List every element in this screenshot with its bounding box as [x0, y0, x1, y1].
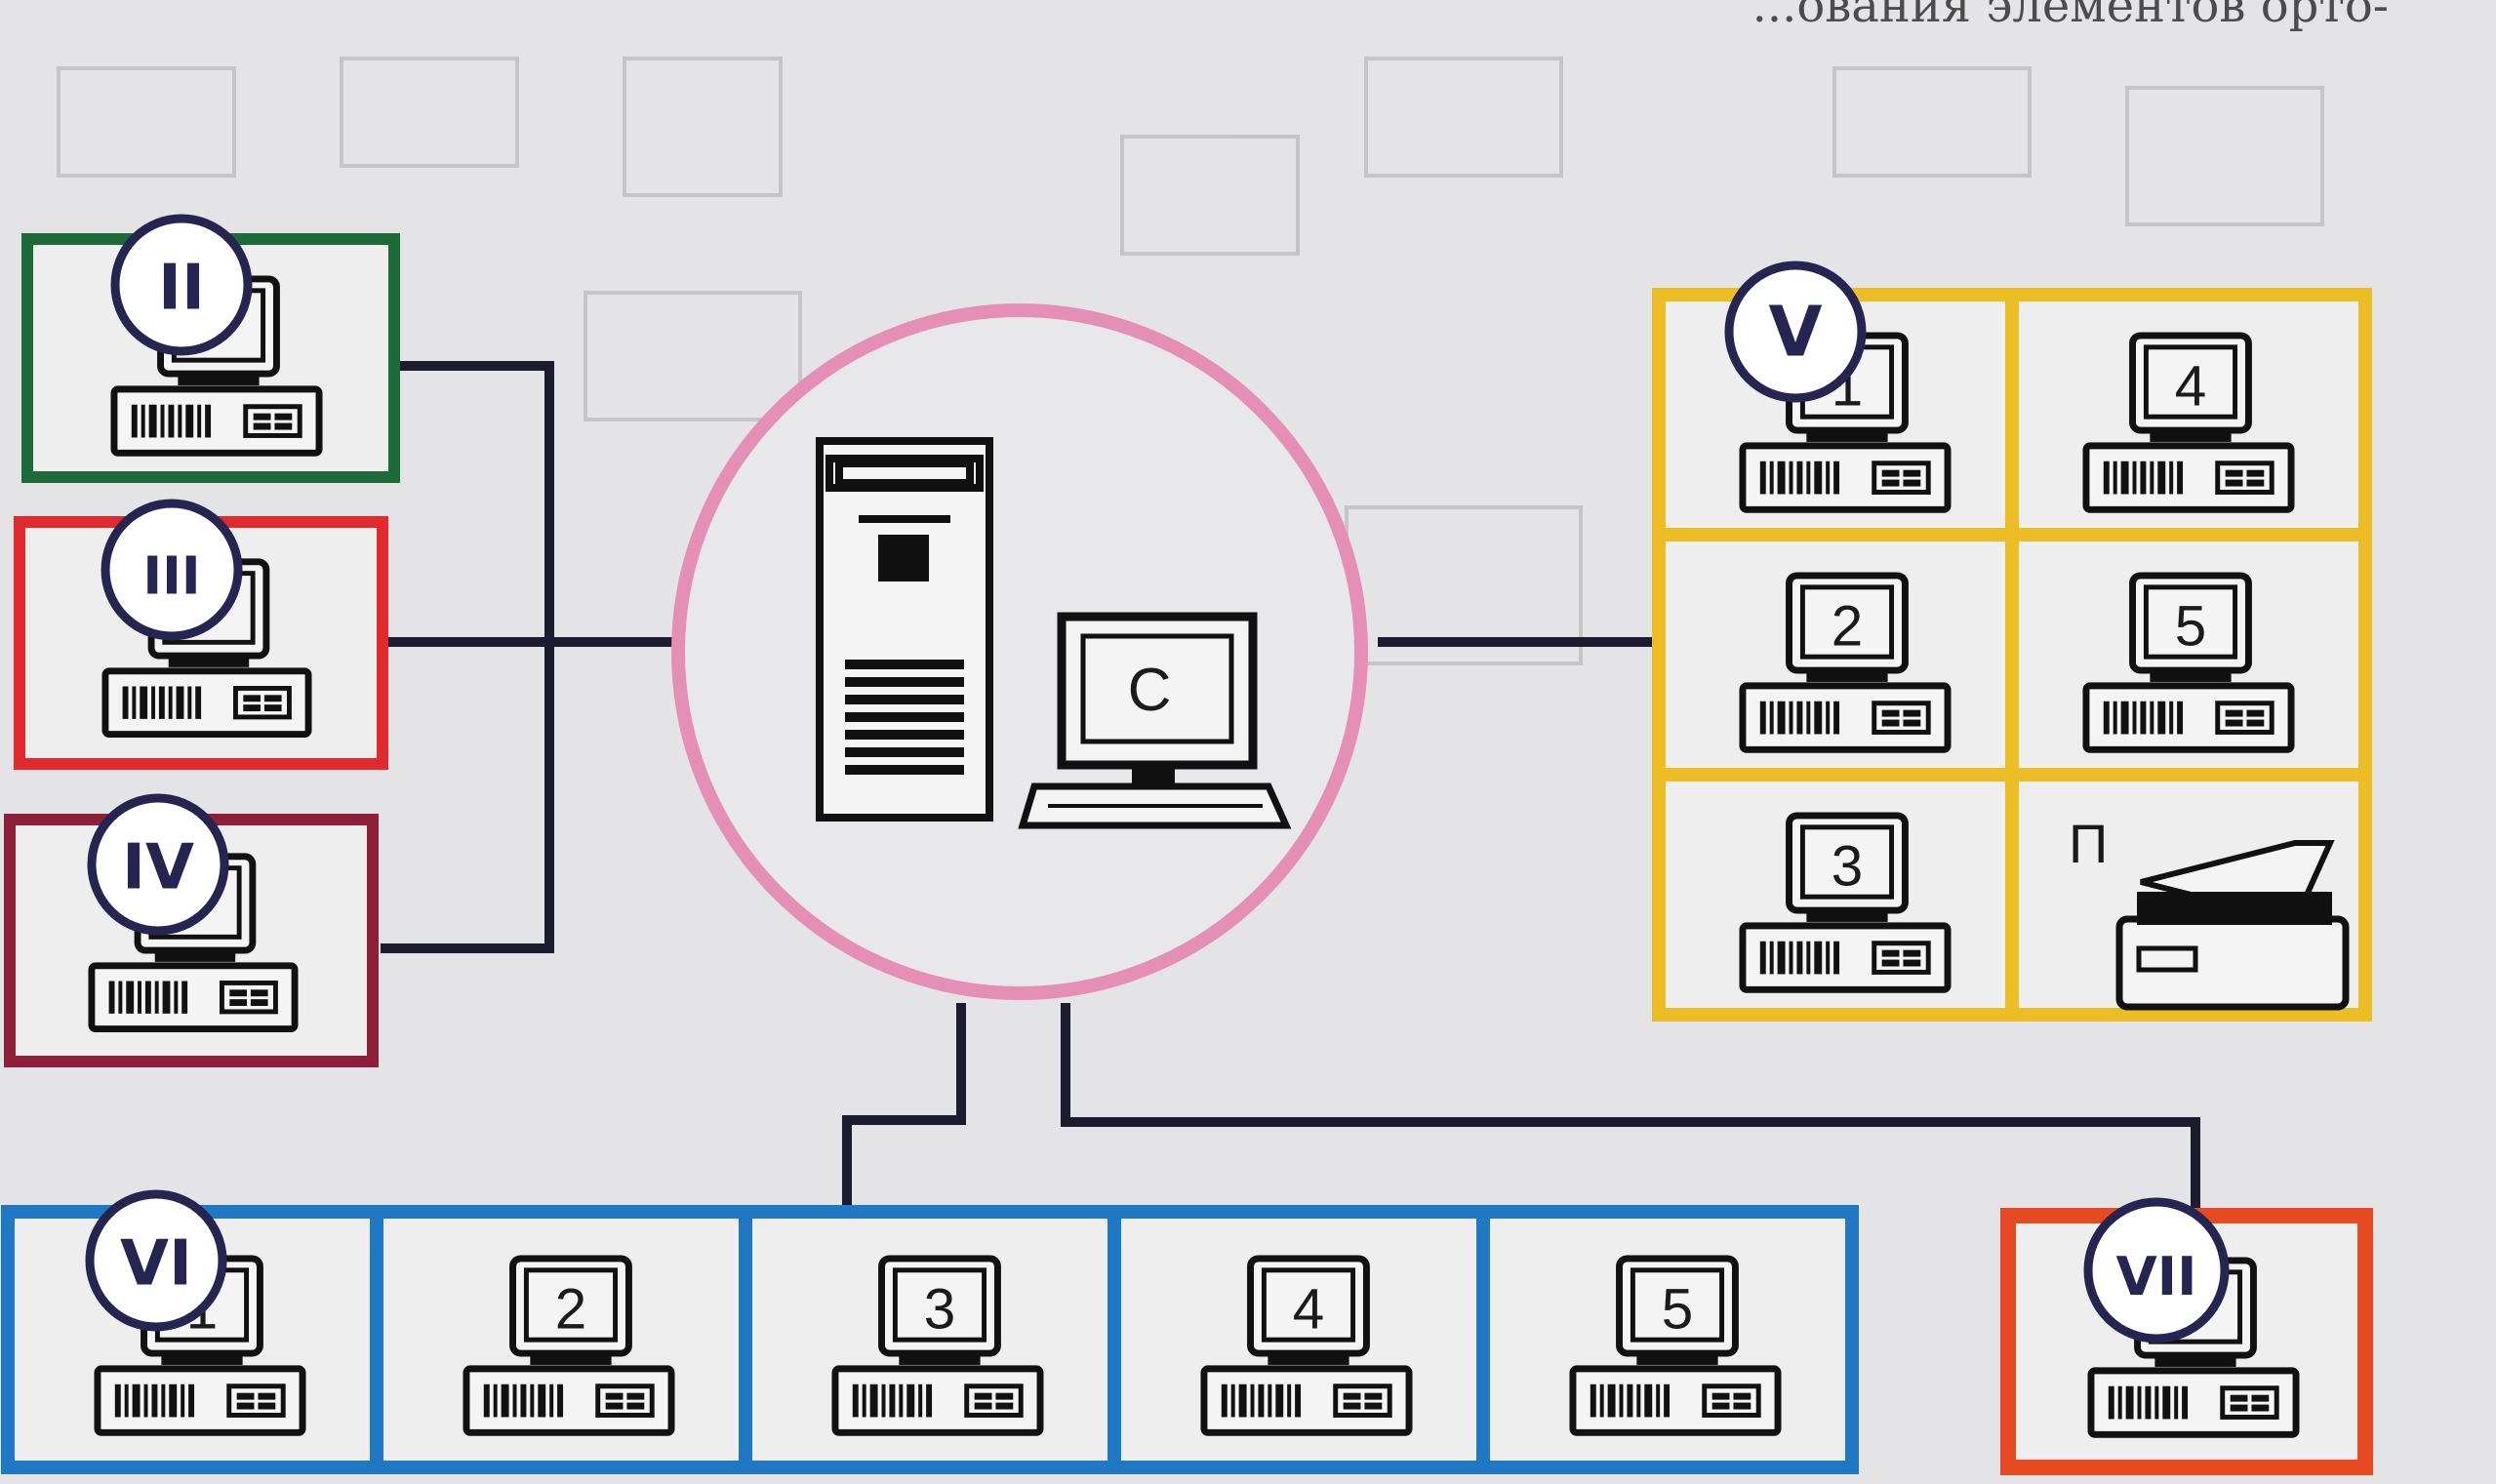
- computer-2: 2: [1743, 576, 1948, 749]
- group-badge-vi: VI: [85, 1189, 227, 1332]
- server-monitor-icon: C: [1018, 612, 1292, 829]
- badge-label: IV: [122, 830, 194, 903]
- group-badge-v: V: [1724, 261, 1867, 403]
- badge-label: VI: [120, 1226, 192, 1300]
- computer-3: 3: [835, 1259, 1040, 1432]
- connector-line: [842, 1003, 966, 1208]
- printer-slot: [2136, 945, 2198, 973]
- badge-label: VII: [2116, 1245, 2197, 1307]
- printer-label: П: [2069, 813, 2108, 874]
- computer-number: 4: [1293, 1277, 1324, 1341]
- computer-number: 3: [924, 1277, 955, 1341]
- server-ring: [671, 303, 1368, 1000]
- left-groups: [4, 233, 400, 1067]
- background-ghost: [57, 57, 2324, 665]
- badge-circle: [101, 499, 243, 641]
- computer-number: 3: [1832, 834, 1863, 898]
- group-vi: 12345: [1, 1205, 1859, 1474]
- computer-4: 4: [1204, 1259, 1409, 1432]
- server-monitor-label: C: [1128, 657, 1172, 724]
- printer-icon: П: [2069, 813, 2350, 1011]
- connector-lines: [381, 361, 2200, 1212]
- computer-5: 5: [2086, 576, 2291, 749]
- badge-circle: [110, 214, 253, 356]
- badge-circle: [2083, 1197, 2230, 1344]
- badge-label: V: [1768, 291, 1822, 372]
- page-fragment-top: ...ования элементов орто-: [1752, 0, 2389, 33]
- computer-number: 2: [555, 1277, 586, 1341]
- badge-circle: [1724, 261, 1867, 403]
- badge-label: III: [142, 545, 200, 606]
- computer-number: 5: [1662, 1277, 1693, 1341]
- group-badge-iii: III: [101, 499, 243, 641]
- connector-line: [1061, 1003, 2200, 1212]
- badge-label: II: [158, 251, 205, 324]
- computer-number: 2: [1832, 594, 1863, 658]
- computer-5: 5: [1573, 1259, 1778, 1432]
- computer-number: 5: [2175, 594, 2206, 658]
- computer-number: 4: [2175, 354, 2206, 418]
- server-tower-icon: [816, 437, 993, 822]
- computer-2: 2: [466, 1259, 671, 1432]
- computer-4: 4: [2086, 336, 2291, 509]
- group-badge-ii: II: [110, 214, 253, 356]
- computer-3: 3: [1743, 816, 1948, 989]
- badge-circle: [87, 793, 229, 936]
- badge-circle: [85, 1189, 227, 1332]
- printer-body: [2115, 915, 2350, 1011]
- group-badge-vii: VII: [2083, 1197, 2230, 1344]
- group-badge-iv: IV: [87, 793, 229, 936]
- connector-line: [381, 361, 554, 953]
- server-group-i: C: [671, 303, 1368, 1000]
- printer-roller: [2137, 892, 2332, 925]
